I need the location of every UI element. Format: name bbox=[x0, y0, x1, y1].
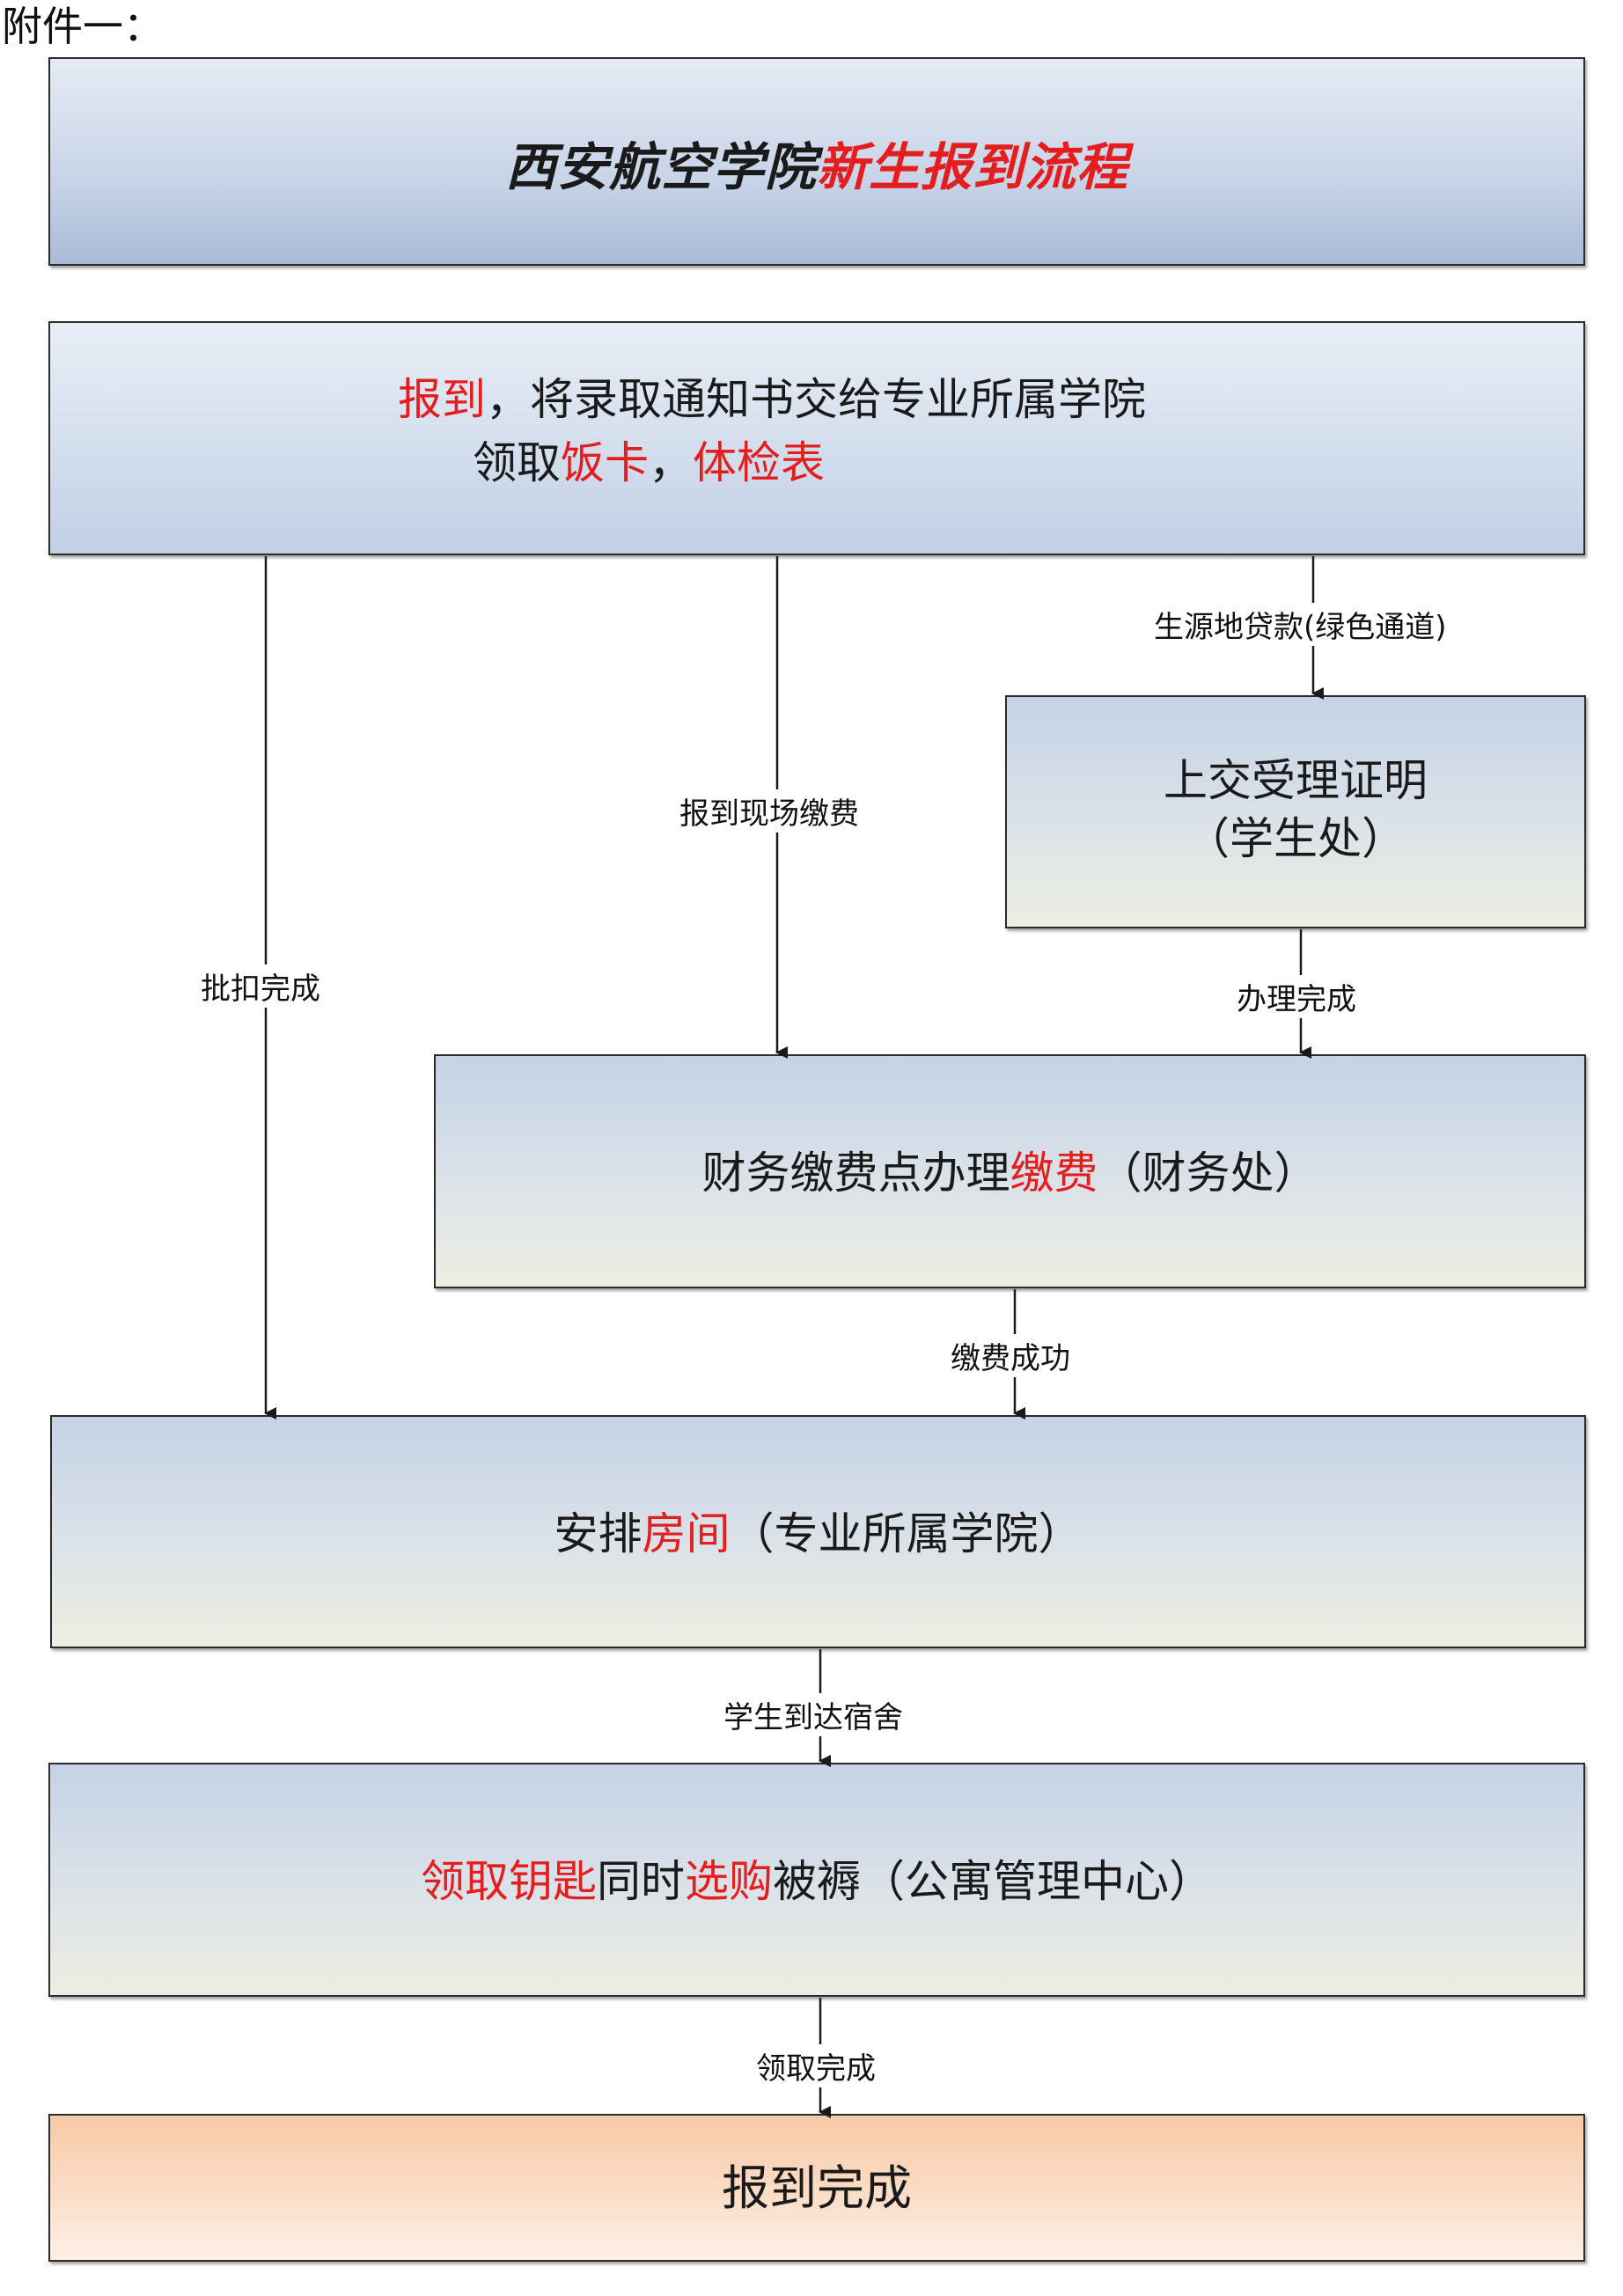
page-title: 西安航空学院新生报到流程 bbox=[50, 126, 1583, 200]
room-prefix: 安排 bbox=[554, 1508, 643, 1559]
separator-text: ， bbox=[649, 437, 693, 488]
done-text: 报到完成 bbox=[722, 2160, 912, 2216]
finance-box: 财务缴费点办理缴费（财务处） bbox=[434, 1054, 1586, 1288]
processing-done-label: 办理完成 bbox=[1235, 975, 1358, 1018]
check-in-instruction: ，将录取通知书交给专业所属学院 bbox=[486, 374, 1146, 425]
payment-success-label: 缴费成功 bbox=[949, 1334, 1072, 1377]
room-keyword: 房间 bbox=[642, 1508, 731, 1559]
title-school: 西安航空学院 bbox=[504, 137, 817, 197]
purchase-keyword: 选购 bbox=[685, 1856, 773, 1907]
medical-form-text: 体检表 bbox=[693, 437, 825, 488]
room-text: 安排房间（专业所属学院） bbox=[52, 1503, 1584, 1565]
finance-payment-keyword: 缴费 bbox=[1010, 1148, 1098, 1199]
finance-prefix: 财务缴费点办理 bbox=[701, 1148, 1010, 1199]
room-office: （专业所属学院） bbox=[730, 1508, 1083, 1559]
certificate-box: 上交受理证明 （学生处） bbox=[1005, 695, 1586, 928]
collect-text: 领取 bbox=[473, 437, 561, 488]
check-in-box: 报到，将录取通知书交给专业所属学院 领取饭卡，体检表 bbox=[48, 321, 1585, 555]
finance-office: （财务处） bbox=[1098, 1148, 1318, 1199]
finance-text: 财务缴费点办理缴费（财务处） bbox=[436, 1142, 1584, 1204]
title-box: 西安航空学院新生报到流程 bbox=[48, 57, 1585, 266]
key-keyword: 领取钥匙 bbox=[421, 1856, 597, 1907]
deduction-done-label: 批扣完成 bbox=[199, 965, 322, 1008]
check-in-keyword: 报到 bbox=[398, 374, 486, 425]
certificate-line2: （学生处） bbox=[1186, 813, 1406, 864]
done-box: 报到完成 bbox=[48, 2114, 1585, 2262]
green-channel-label: 生源地贷款(绿色通道) bbox=[1152, 603, 1449, 646]
check-in-line1: 报到，将录取通知书交给专业所属学院 bbox=[398, 369, 1146, 430]
key-text: 领取钥匙同时选购被褥（公寓管理中心） bbox=[50, 1851, 1583, 1912]
key-box: 领取钥匙同时选购被褥（公寓管理中心） bbox=[48, 1763, 1585, 1997]
receive-done-label: 领取完成 bbox=[754, 2044, 878, 2087]
onsite-payment-label: 报到现场缴费 bbox=[678, 789, 861, 833]
key-simultaneously: 同时 bbox=[597, 1856, 685, 1907]
bedding-office: 被褥（公寓管理中心） bbox=[773, 1856, 1213, 1907]
check-in-line2: 领取饭卡，体检表 bbox=[473, 432, 825, 494]
title-process: 新生报到流程 bbox=[817, 137, 1129, 197]
arrive-dorm-label: 学生到达宿舍 bbox=[722, 1693, 905, 1736]
attachment-label: 附件一： bbox=[2, 3, 164, 50]
meal-card-text: 饭卡 bbox=[561, 437, 649, 488]
room-box: 安排房间（专业所属学院） bbox=[50, 1415, 1586, 1648]
certificate-line1: 上交受理证明 bbox=[1164, 755, 1428, 806]
